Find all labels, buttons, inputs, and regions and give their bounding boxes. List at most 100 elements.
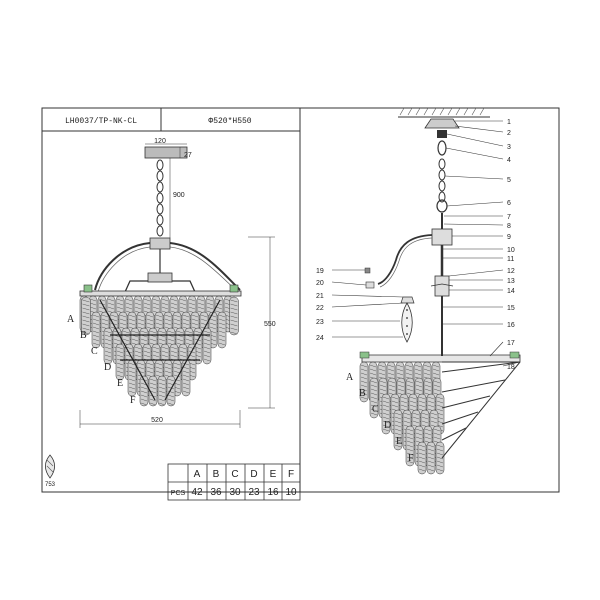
- part-number-label: 16: [507, 322, 515, 329]
- side-tier-label-a: A: [346, 372, 354, 383]
- side-crystal: [405, 425, 415, 467]
- side-frame-strut: [441, 395, 491, 409]
- front-crystal-tiers: [79, 295, 239, 407]
- leader-line: [454, 125, 504, 133]
- part-number-label: 1: [507, 119, 511, 126]
- part-number-label: 2: [507, 130, 511, 137]
- side-diagonal: [441, 361, 521, 459]
- pcs-header-c: C: [231, 469, 238, 480]
- part-number-label: 8: [507, 223, 511, 230]
- height-dim: 550: [264, 321, 276, 328]
- suspension-chain: [156, 159, 164, 237]
- front-tier-label-f: F: [130, 395, 136, 406]
- part-number-label: 12: [507, 268, 515, 275]
- screw: [364, 267, 371, 274]
- part-number-label: 6: [507, 200, 511, 207]
- side-crystal: [369, 377, 379, 419]
- front-tier-label-b: B: [80, 330, 87, 341]
- edge-crystal: [229, 296, 239, 336]
- side-top-ring: [361, 354, 521, 363]
- side-crystal: [435, 441, 445, 475]
- pcs-header-a: A: [194, 469, 201, 480]
- side-tier-label-e: E: [396, 436, 402, 447]
- front-tier-label-c: C: [91, 346, 98, 357]
- crystal-sample: 753: [45, 454, 56, 488]
- side-tier-label-f: F: [408, 453, 414, 464]
- side-chain: [438, 158, 446, 203]
- front-crystal: [115, 343, 125, 381]
- frame-strut: [99, 299, 156, 401]
- part-number-label: 4: [507, 157, 511, 164]
- front-crystal: [157, 375, 167, 407]
- leader-line: [446, 201, 504, 207]
- part-number-label: 13: [507, 278, 515, 285]
- front-tier-label-d: D: [104, 362, 111, 373]
- part-leaders: [331, 120, 521, 367]
- part-number-label: 22: [316, 305, 324, 312]
- part-number-label: 20: [316, 280, 324, 287]
- part-number-label: 11: [507, 256, 514, 263]
- side-frame-strut: [441, 361, 521, 373]
- part-number-label: 21: [316, 293, 324, 300]
- pcs-header-d: D: [250, 469, 257, 480]
- leader-line: [448, 269, 504, 277]
- part-number-label: 7: [507, 214, 511, 221]
- part-number-label: 24: [316, 335, 324, 342]
- front-tier-label-e: E: [117, 378, 123, 389]
- crystal-drop-icon: [45, 454, 55, 479]
- canopy-width-dim: 120: [154, 138, 166, 145]
- side-crystal: [426, 441, 436, 475]
- leader-line: [444, 175, 504, 180]
- front-crystal: [148, 375, 158, 407]
- leader-line: [331, 281, 367, 286]
- leader-line: [489, 341, 504, 357]
- side-tier-label-b: B: [359, 388, 366, 399]
- part-number-label: 3: [507, 144, 511, 151]
- side-arm: [377, 234, 433, 285]
- leader-line: [331, 302, 404, 308]
- canopy-height-dim: 27: [184, 152, 192, 159]
- pcs-header-b: B: [213, 469, 220, 480]
- leader-line: [445, 147, 504, 160]
- pcs-header-e: E: [270, 469, 277, 480]
- part-number-label: 5: [507, 177, 511, 184]
- side-canopy: [424, 118, 460, 129]
- leader-line: [446, 133, 504, 147]
- center-hub: [149, 237, 171, 250]
- chain-length-dim: 900: [173, 192, 185, 199]
- model-code: LH0037/TP-NK-CL: [65, 117, 137, 126]
- side-tier-label-c: C: [372, 404, 379, 415]
- frame-strut: [164, 299, 221, 401]
- crystal-code: 753: [45, 482, 56, 488]
- front-crystal: [166, 375, 176, 407]
- pcs-value-c: 30: [229, 487, 241, 498]
- front-crystal: [181, 359, 191, 397]
- side-frame-strut: [441, 427, 467, 441]
- leader-line: [331, 294, 404, 298]
- front-crystal: [202, 327, 212, 365]
- bulb-holder: [400, 296, 415, 304]
- part-number-label: 15: [507, 305, 515, 312]
- front-crystal: [127, 359, 137, 397]
- leader-line: [443, 223, 504, 226]
- leader-line: [502, 361, 521, 367]
- width-dim: 520: [151, 417, 163, 424]
- front-crystal: [103, 327, 113, 365]
- front-view: 120 27 900 550: [67, 138, 276, 428]
- hook-nut: [437, 130, 447, 138]
- side-frame-strut: [441, 379, 506, 393]
- part-number-label: 17: [507, 340, 515, 347]
- pcs-value-d: 23: [248, 487, 260, 498]
- front-crystal: [217, 311, 227, 349]
- bulb: [401, 302, 413, 343]
- pcs-value-b: 36: [210, 487, 222, 498]
- side-hub: [431, 228, 453, 246]
- ceiling-canopy: [144, 146, 188, 159]
- top-ring: [79, 290, 242, 297]
- overall-size: Φ520*H550: [208, 117, 251, 126]
- pcs-header-f: F: [288, 469, 294, 480]
- side-crystal-tiers: [359, 361, 521, 475]
- part-number-label: 9: [507, 234, 511, 241]
